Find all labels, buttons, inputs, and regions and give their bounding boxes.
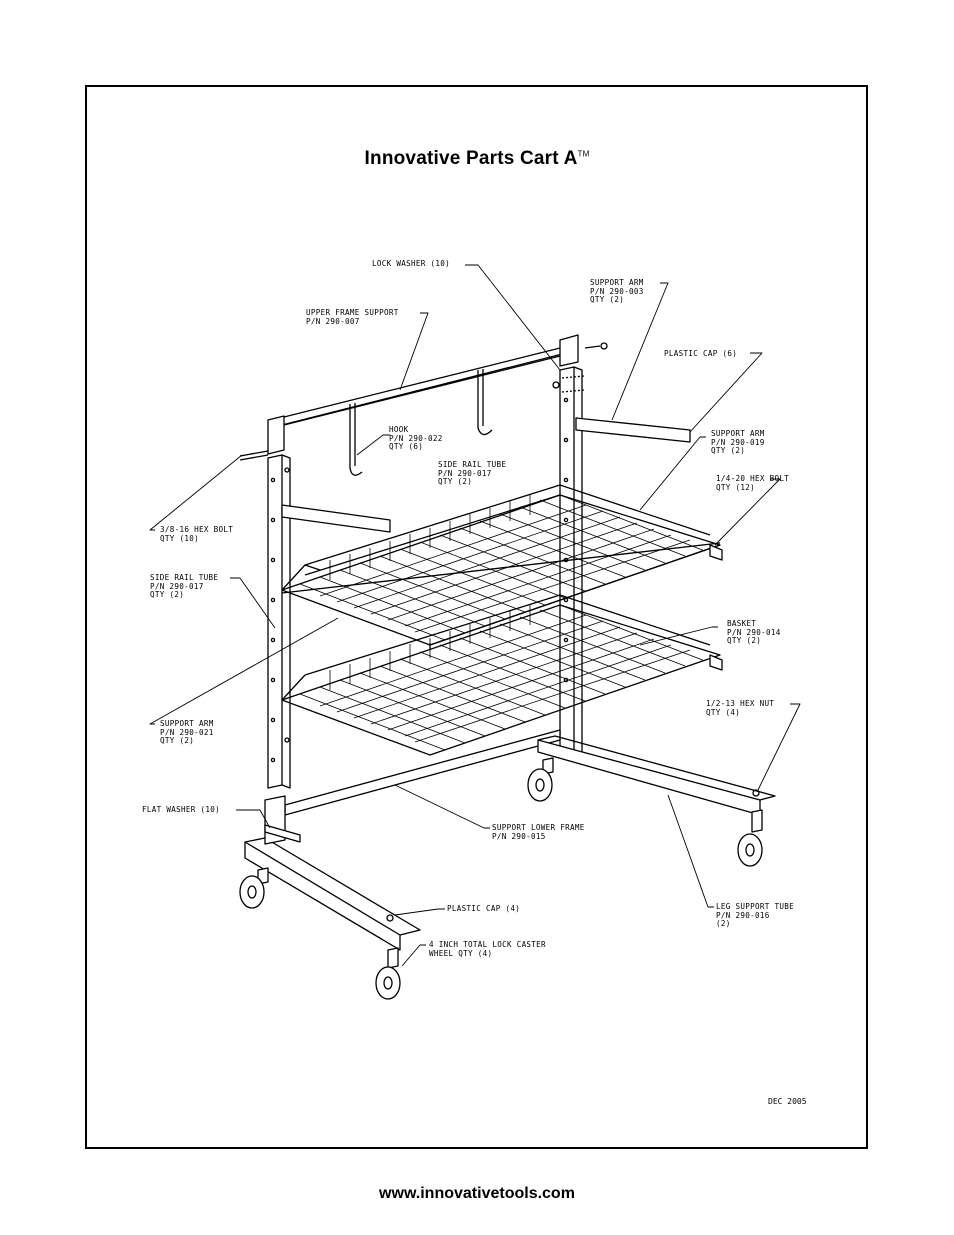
label-line: P/N 290-019 — [711, 437, 765, 447]
label-basket: BASKET P/N 290-014 QTY (2) — [727, 619, 781, 646]
label-line: (2) — [716, 919, 731, 929]
label-line: P/N 290-017 — [438, 468, 492, 478]
label-plastic-cap-4: PLASTIC CAP (4) — [447, 904, 521, 914]
title-text: Innovative Parts Cart A — [364, 148, 578, 169]
label-hex-bolt-1-4: 1/4-20 HEX BOLT QTY (12) — [716, 474, 790, 492]
label-line: QTY (10) — [160, 533, 199, 543]
trademark-symbol: TM — [577, 149, 590, 159]
label-leg-support-tube: LEG SUPPORT TUBE P/N 290-016 (2) — [716, 902, 794, 929]
label-line: PLASTIC CAP (4) — [447, 904, 521, 913]
label-line: SUPPORT LOWER FRAME — [492, 823, 585, 832]
label-upper-frame-support: UPPER FRAME SUPPORT P/N 290-007 — [306, 308, 399, 326]
label-line: P/N 290-015 — [492, 831, 546, 841]
label-line: SUPPORT ARM — [160, 719, 214, 728]
label-line: UPPER FRAME SUPPORT — [306, 308, 399, 317]
label-hex-nut: 1/2-13 HEX NUT QTY (4) — [706, 699, 775, 717]
label-line: P/N 290-017 — [150, 581, 204, 591]
label-hex-bolt-3-8: 3/8-16 HEX BOLT QTY (10) — [160, 525, 234, 543]
label-line: QTY (2) — [438, 477, 473, 487]
label-line: BASKET — [727, 619, 757, 628]
hooks — [349, 369, 493, 476]
label-line: P/N 290-016 — [716, 910, 770, 920]
drawing-border — [85, 85, 868, 1149]
support-lower-frame — [284, 729, 561, 816]
label-line: PLASTIC CAP (6) — [664, 349, 738, 358]
label-line: 1/4-20 HEX BOLT — [716, 474, 790, 483]
label-line: P/N 290-007 — [306, 316, 360, 326]
label-line: P/N 290-003 — [590, 286, 644, 296]
label-plastic-cap-6: PLASTIC CAP (6) — [664, 349, 738, 359]
support-arms — [281, 417, 691, 533]
label-side-rail-tube-top: SIDE RAIL TUBE P/N 290-017 QTY (2) — [438, 460, 507, 487]
leader-lines — [149, 264, 801, 967]
label-line: P/N 290-014 — [727, 627, 781, 637]
page-title: Innovative Parts Cart ATM — [0, 148, 954, 170]
label-caster-wheel: 4 INCH TOTAL LOCK CASTER WHEEL QTY (4) — [429, 940, 546, 958]
lower-basket — [281, 594, 723, 756]
bolts — [239, 342, 608, 461]
left-upright — [267, 454, 291, 789]
label-support-arm-021: SUPPORT ARM P/N 290-021 QTY (2) — [160, 719, 214, 746]
upper-frame-support — [267, 334, 579, 455]
label-line: P/N 290-021 — [160, 727, 214, 737]
label-line: WHEEL QTY (4) — [429, 948, 493, 958]
label-line: QTY (2) — [727, 636, 762, 646]
caster-wheels — [239, 757, 763, 1000]
upper-basket — [281, 484, 723, 650]
label-line: HOOK — [389, 425, 409, 434]
label-support-arm-003: SUPPORT ARM P/N 290-003 QTY (2) — [590, 278, 644, 305]
leg-support-tubes — [244, 735, 776, 951]
label-hook: HOOK P/N 290-022 QTY (6) — [389, 425, 443, 452]
label-side-rail-tube-left: SIDE RAIL TUBE P/N 290-017 QTY (2) — [150, 573, 219, 600]
label-line: P/N 290-022 — [389, 433, 443, 443]
label-lock-washer: LOCK WASHER (10) — [372, 259, 450, 269]
footer-url[interactable]: www.innovativetools.com — [379, 1185, 575, 1202]
label-line: QTY (2) — [590, 295, 625, 305]
label-line: QTY (2) — [150, 590, 185, 600]
label-line: QTY (6) — [389, 442, 424, 452]
label-line: QTY (12) — [716, 482, 755, 492]
label-support-lower-frame: SUPPORT LOWER FRAME P/N 290-015 — [492, 823, 585, 841]
label-line: SIDE RAIL TUBE — [150, 573, 219, 582]
label-line: 4 INCH TOTAL LOCK CASTER — [429, 940, 546, 949]
label-line: FLAT WASHER (10) — [142, 805, 220, 814]
label-line: LOCK WASHER (10) — [372, 259, 450, 268]
drawing-date: DEC 2005 — [768, 1097, 807, 1106]
label-line: QTY (2) — [711, 446, 746, 456]
label-line: LEG SUPPORT TUBE — [716, 902, 794, 911]
label-line: 1/2-13 HEX NUT — [706, 699, 775, 708]
label-line: SIDE RAIL TUBE — [438, 460, 507, 469]
label-line: SUPPORT ARM — [590, 278, 644, 287]
label-flat-washer: FLAT WASHER (10) — [142, 805, 220, 815]
label-line: 3/8-16 HEX BOLT — [160, 525, 234, 534]
label-support-arm-019: SUPPORT ARM P/N 290-019 QTY (2) — [711, 429, 765, 456]
label-line: QTY (4) — [706, 707, 741, 717]
label-line: QTY (2) — [160, 736, 195, 746]
label-line: SUPPORT ARM — [711, 429, 765, 438]
